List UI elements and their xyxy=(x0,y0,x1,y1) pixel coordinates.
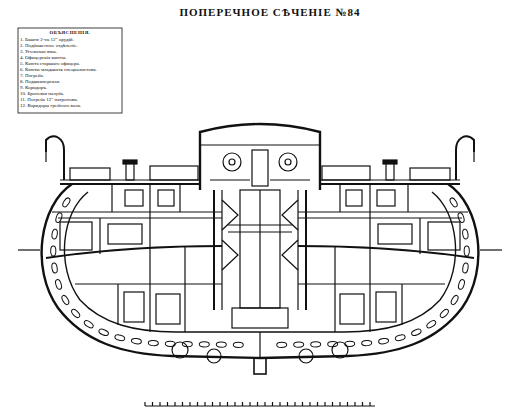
legend-item: 10. Броневая палуба. xyxy=(20,91,120,97)
lightening-hole xyxy=(311,342,321,347)
scale-tick xyxy=(324,402,325,406)
lightening-hole xyxy=(54,279,62,290)
scale-tick xyxy=(189,402,190,406)
lightening-hole xyxy=(457,212,465,223)
lightening-hole xyxy=(457,279,465,290)
legend-item: 3. Угольныя ямы. xyxy=(20,49,120,55)
scale-tick xyxy=(167,402,168,406)
scale-tick xyxy=(257,402,258,406)
scale-tick xyxy=(144,402,145,406)
scale-tick xyxy=(317,402,318,406)
lightening-hole xyxy=(378,338,389,345)
scale-tick xyxy=(309,402,310,406)
lightening-hole xyxy=(439,308,450,319)
lightening-hole xyxy=(61,294,70,305)
scale-tick xyxy=(332,402,333,406)
scale-tick xyxy=(249,402,250,406)
legend-item: 11. Погреба 12" патроновъ. xyxy=(20,97,120,103)
lightening-hole xyxy=(450,294,459,305)
scale-tick xyxy=(197,402,198,406)
lightening-hole xyxy=(114,334,125,342)
scale-tick xyxy=(242,402,243,406)
lightening-hole xyxy=(70,308,81,319)
legend-item: 5. Каюта старшаго офицера. xyxy=(20,61,120,67)
scale-tick xyxy=(182,402,183,406)
scale-tick xyxy=(347,402,348,406)
scale-tick xyxy=(234,402,235,406)
legend-item: 8. Подшкиперская. xyxy=(20,79,120,85)
scale-tick xyxy=(227,402,228,406)
scale-tick xyxy=(294,402,295,406)
legend-item: 2. Подбашенное отдѣленіе. xyxy=(20,43,120,49)
legend-item: 12. Коридоры гребного вала. xyxy=(20,103,120,109)
scale-tick xyxy=(302,402,303,406)
lightening-hole xyxy=(294,342,304,347)
legend-item: 9. Коридоръ. xyxy=(20,85,120,91)
lightening-hole xyxy=(462,263,469,274)
lightening-hole xyxy=(449,197,459,208)
scale-tick xyxy=(264,402,265,406)
scale-tick xyxy=(369,402,370,406)
lightening-hole xyxy=(345,341,355,346)
legend-item: 6. Каюты младшихъ специалистовъ. xyxy=(20,67,120,73)
lightening-hole xyxy=(61,197,71,208)
lightening-hole xyxy=(165,341,175,346)
lightening-hole xyxy=(395,334,406,342)
lightening-hole xyxy=(131,338,142,345)
lightening-hole xyxy=(216,342,226,347)
legend-item: 1. Башня 2-хъ 12" орудій. xyxy=(20,37,120,43)
lightening-hole xyxy=(426,319,437,329)
lightening-hole xyxy=(51,246,56,256)
legend-item: 4. Офицерскія каюты. xyxy=(20,55,120,61)
lightening-hole xyxy=(199,342,209,347)
scale-tick xyxy=(174,402,175,406)
scale-tick xyxy=(159,402,160,406)
lightening-hole xyxy=(98,328,109,337)
legend-list: ОБЪЯСНЕНІЯ.1. Башня 2-хъ 12" орудій.2. П… xyxy=(20,30,120,109)
scale-tick xyxy=(152,402,153,406)
scale-tick xyxy=(279,402,280,406)
lightening-hole xyxy=(233,342,243,347)
lightening-hole xyxy=(361,340,371,346)
scale-tick xyxy=(212,402,213,406)
lightening-hole xyxy=(411,328,422,337)
scale-tick xyxy=(362,402,363,406)
lightening-hole xyxy=(148,340,158,346)
scale-tick xyxy=(287,402,288,406)
lightening-hole xyxy=(55,212,63,223)
lightening-hole xyxy=(182,342,192,347)
lightening-hole xyxy=(328,342,338,347)
scale-tick xyxy=(204,402,205,406)
scale-tick xyxy=(354,402,355,406)
legend-heading: ОБЪЯСНЕНІЯ. xyxy=(20,30,120,36)
lightening-hole xyxy=(51,229,58,240)
scale-tick xyxy=(272,402,273,406)
scale-tick xyxy=(219,402,220,406)
title: ПОПЕРЕЧНОЕ СѢЧЕНІЕ №84 xyxy=(179,6,360,18)
lightening-hole xyxy=(83,319,94,329)
lightening-hole xyxy=(462,229,469,240)
lightening-hole xyxy=(51,263,58,274)
legend-item: 7. Погреба. xyxy=(20,73,120,79)
scale-tick xyxy=(339,402,340,406)
lightening-hole xyxy=(277,342,287,347)
lightening-hole xyxy=(464,246,469,256)
